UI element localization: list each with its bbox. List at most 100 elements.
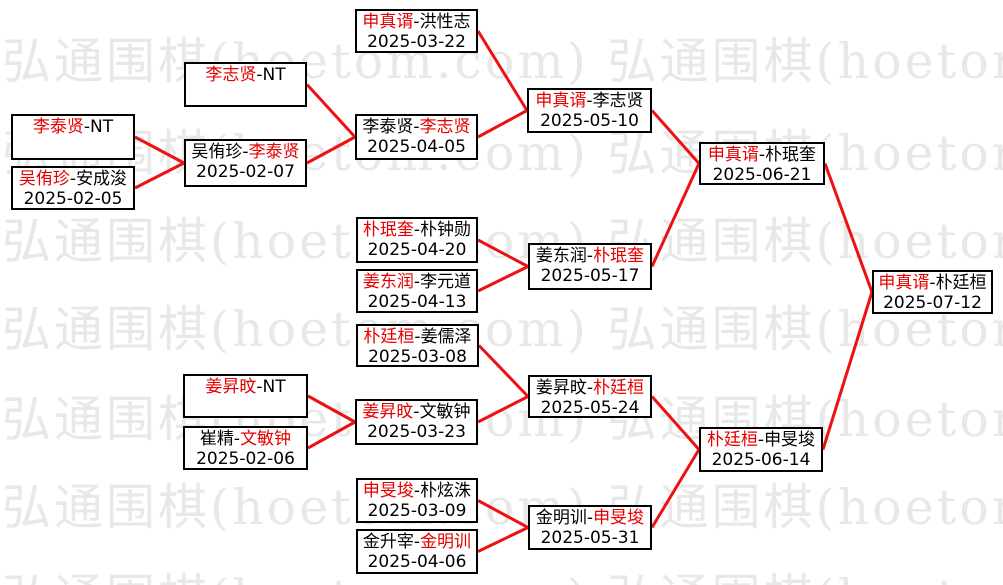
match-date: 2025-02-06: [196, 449, 295, 469]
match-names: 姜昇旼-文敏钟: [357, 402, 476, 422]
name-separator: -: [256, 65, 263, 85]
loser-name: 朴炫洙: [420, 481, 472, 501]
winner-name: 李志贤: [419, 117, 471, 137]
match-names: 申真谞-朴珉奎: [701, 145, 823, 165]
winner-name: 申真谞: [878, 273, 930, 293]
loser-name: NT: [262, 377, 286, 397]
loser-name: 申旻埈: [764, 430, 816, 450]
match-names: 姜东润-李元道: [358, 272, 476, 292]
match-date: 2025-04-20: [367, 240, 467, 260]
match-date: 2025-02-05: [23, 189, 123, 209]
match-names: 吴侑珍-李泰贤: [186, 142, 305, 162]
match-date: 2025-03-08: [368, 347, 467, 367]
winner-name: 朴珉奎: [593, 246, 645, 266]
match-names: 申旻埈-朴炫洙: [358, 481, 476, 501]
winner-name: 李志贤: [205, 65, 257, 85]
name-separator: -: [256, 377, 263, 397]
match-names: 申真谞-李志贤: [529, 91, 650, 111]
match-box: 姜昇旼-NT: [183, 374, 308, 418]
winner-name: 朴珉奎: [362, 220, 414, 240]
match-date: 2025-03-22: [367, 32, 466, 52]
match-names: 崔精-文敏钟: [185, 429, 306, 449]
name-separator: -: [586, 246, 594, 266]
loser-name: 姜儒泽: [420, 327, 472, 347]
match-date: 2025-06-21: [712, 165, 812, 185]
loser-name: 金明训: [535, 508, 587, 528]
match-names: 姜东润-朴珉奎: [530, 246, 650, 266]
winner-name: 申真谞: [707, 145, 759, 165]
winner-name: 申旻埈: [362, 481, 414, 501]
match-names: 姜昇旼-NT: [185, 377, 306, 397]
winner-name: 姜昇旼: [205, 377, 257, 397]
match-names: 金明训-申旻埈: [530, 508, 650, 528]
match-names: 姜昇旼-朴廷桓: [530, 378, 650, 398]
winner-name: 申真谞: [362, 12, 414, 32]
match-date: 2025-05-24: [540, 398, 640, 418]
loser-name: 朴钟勋: [420, 220, 472, 240]
match-box: 李泰贤-NT: [11, 114, 135, 160]
loser-name: 李元道: [420, 272, 472, 292]
name-separator: -: [69, 169, 77, 189]
match-date: 2025-04-05: [367, 137, 466, 157]
match-names: 金升宰-金明训: [358, 532, 476, 552]
winner-name: 李泰贤: [248, 142, 300, 162]
name-separator: -: [83, 117, 91, 137]
match-date: 2025-02-07: [196, 162, 295, 182]
loser-name: 姜昇旼: [535, 378, 587, 398]
winner-name: 文敏钟: [240, 429, 292, 449]
winner-name: 金明训: [420, 532, 472, 552]
loser-name: 崔精: [199, 429, 234, 449]
match-names: 吴侑珍-安成浚: [13, 169, 133, 189]
name-separator: -: [413, 532, 421, 552]
name-separator: -: [413, 272, 421, 292]
match-date: 2025-03-23: [367, 422, 466, 442]
loser-name: 金升宰: [362, 532, 414, 552]
name-separator: -: [758, 145, 766, 165]
match-date: 2025-03-09: [367, 501, 467, 521]
watermark-text: 弘通围棋(hoetom.com) 弘通围棋(hoetom.com): [2, 128, 1003, 180]
match-names: 李泰贤-李志贤: [357, 117, 476, 137]
match-date: 2025-06-14: [711, 450, 811, 470]
watermark-text: 弘通围棋(hoetom.com) 弘通围棋(hoetom.com): [2, 301, 1003, 358]
match-names: 李志贤-NT: [186, 65, 305, 85]
winner-name: 姜东润: [362, 272, 414, 292]
loser-name: 朴廷桓: [935, 273, 987, 293]
loser-name: 朴珉奎: [765, 145, 817, 165]
name-separator: -: [414, 327, 421, 347]
name-separator: -: [413, 402, 420, 422]
match-date: 2025-05-17: [540, 266, 640, 286]
name-separator: -: [413, 117, 420, 137]
name-separator: -: [929, 273, 936, 293]
name-separator: -: [413, 12, 420, 32]
match-names: 朴廷桓-姜儒泽: [358, 327, 477, 347]
name-separator: -: [413, 220, 421, 240]
watermark-text: 弘通围棋(hoetom.com) 弘通围棋(hoetom.com): [2, 479, 1003, 536]
loser-name: 洪性志: [419, 12, 471, 32]
watermark-text: 弘通围棋(hoetom.com) 弘通围棋(hoetom.com): [2, 213, 1003, 270]
loser-name: 吴侑珍: [191, 142, 243, 162]
loser-name: 李泰贤: [362, 117, 414, 137]
match-date: 2025-05-31: [540, 528, 640, 548]
winner-name: 朴廷桓: [706, 430, 758, 450]
name-separator: -: [233, 429, 241, 449]
watermark-text: 弘通围棋(hoetom.com) 弘通围棋(hoetom.com): [2, 391, 1003, 448]
loser-name: 安成浚: [76, 169, 128, 189]
watermark-text: 弘通围棋(hoetom.com) 弘通围棋(hoetom.com): [2, 572, 1003, 585]
name-separator: -: [413, 481, 421, 501]
name-separator: -: [586, 508, 594, 528]
match-names: 申真谞-洪性志: [357, 12, 476, 32]
